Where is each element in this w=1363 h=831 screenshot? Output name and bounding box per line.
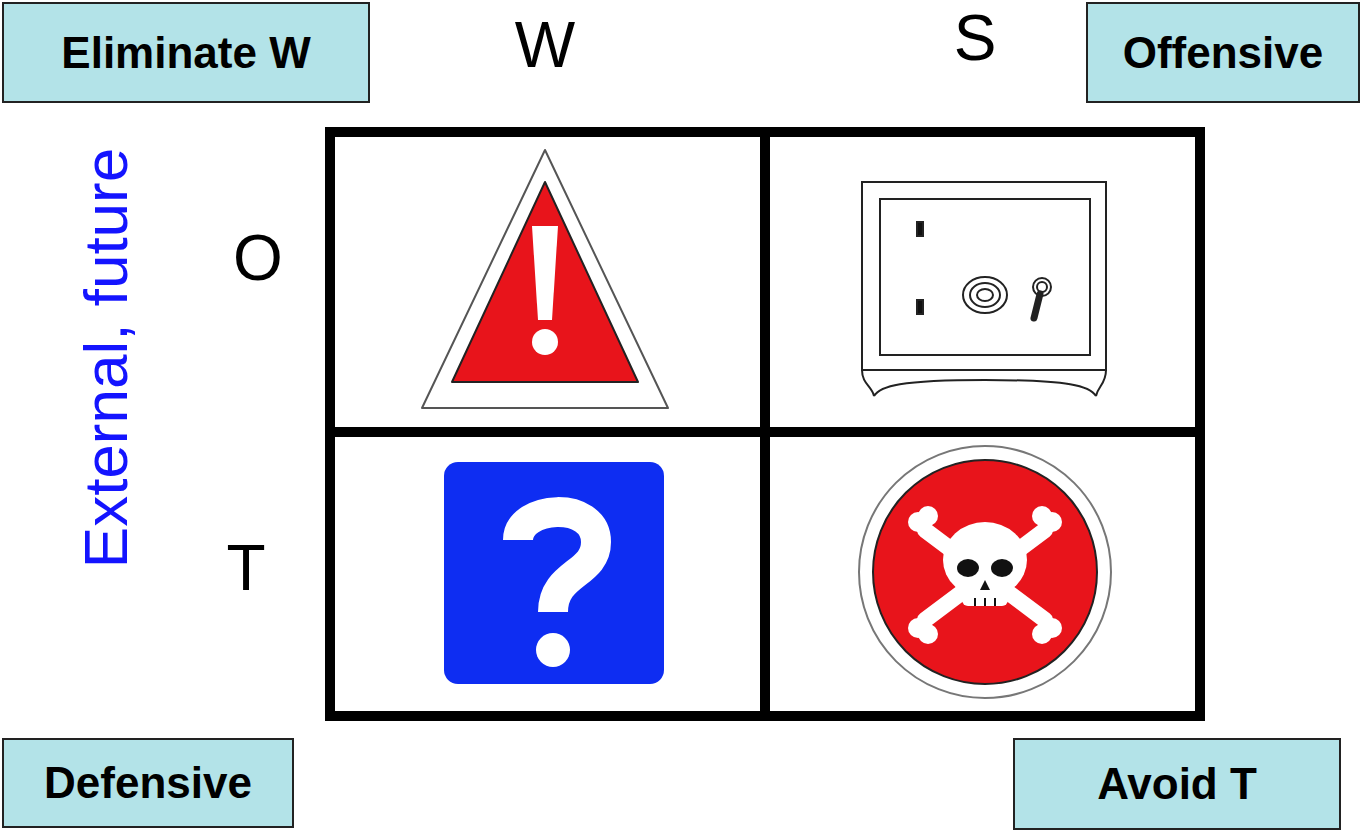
axis-label: External, future — [75, 148, 137, 568]
strategy-box: Eliminate W — [2, 2, 370, 103]
warning-dot — [532, 329, 558, 355]
question-curve — [518, 512, 596, 612]
question-symbol — [444, 462, 664, 684]
quadrant-letter: S — [954, 6, 997, 70]
quadrant-letter: T — [226, 536, 265, 600]
safe-dial — [963, 277, 1007, 313]
box-text: Offensive — [1123, 28, 1324, 78]
skull-nose — [980, 580, 990, 590]
skull-eye — [957, 559, 979, 577]
poison-outer — [859, 446, 1111, 698]
strategy-box: Avoid T — [1013, 738, 1341, 830]
question-dot — [536, 633, 570, 667]
safe-dial — [970, 283, 1000, 307]
safe-body — [862, 182, 1106, 370]
strategy-box: Offensive — [1086, 2, 1360, 103]
strategy-box: Defensive — [2, 738, 294, 828]
quadrant-letter: O — [233, 226, 283, 290]
skull-jaw — [962, 580, 1008, 606]
safe-hinge — [917, 222, 923, 236]
safe-feet — [862, 370, 1106, 396]
box-text: Defensive — [44, 758, 252, 808]
question-square — [444, 462, 664, 684]
warning-outer — [422, 150, 668, 408]
warning-inner — [452, 182, 638, 382]
box-text: Eliminate W — [61, 28, 310, 78]
warning-bar — [532, 226, 558, 320]
quadrant-letter: W — [515, 13, 575, 77]
warning-symbol — [422, 150, 668, 408]
grid-divider — [760, 132, 770, 716]
safe-hinge — [917, 300, 923, 314]
safe-handle — [1034, 294, 1040, 318]
poison-inner — [873, 460, 1097, 684]
bone-ends — [908, 506, 1062, 644]
box-text: Avoid T — [1097, 759, 1257, 809]
skull-teeth — [975, 598, 995, 606]
safe-dial — [977, 289, 993, 301]
grid-divider — [330, 427, 1200, 437]
safe-symbol — [862, 182, 1106, 396]
grid-frame — [330, 132, 1200, 716]
safe-door — [880, 199, 1090, 355]
skull-head — [943, 522, 1027, 598]
skull-eye — [991, 559, 1013, 577]
safe-handle — [1037, 282, 1047, 292]
poison-symbol — [859, 446, 1111, 698]
